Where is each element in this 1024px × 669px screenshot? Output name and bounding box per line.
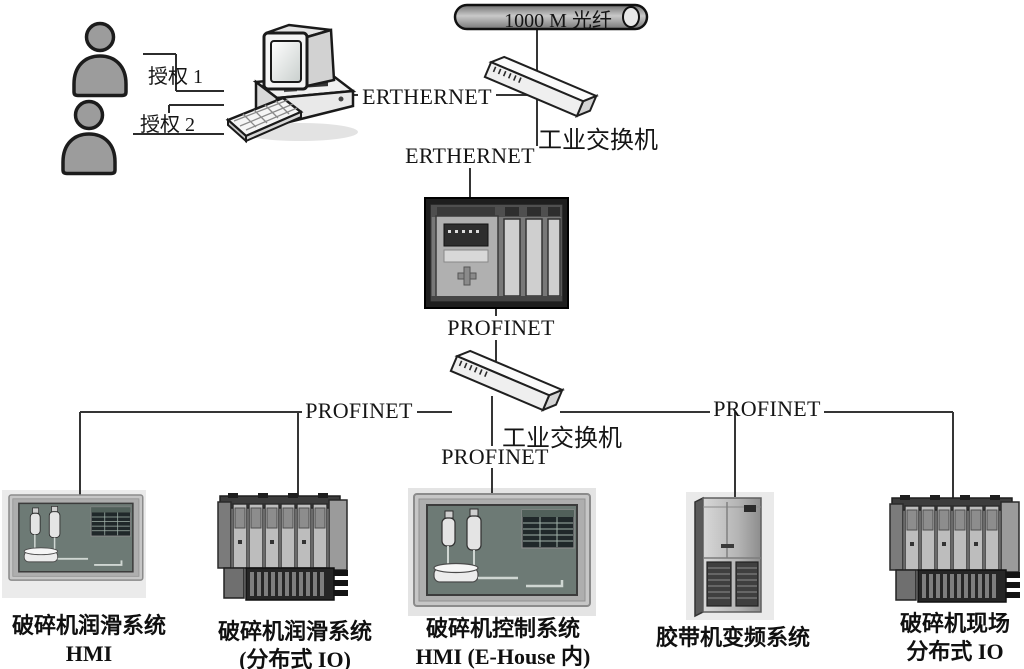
user-icon — [61, 99, 117, 176]
device-4-line1: 胶带机变频系统 — [655, 625, 810, 650]
device-1-line2: HMI — [65, 641, 113, 666]
profinet-center-label: PROFINET — [441, 444, 549, 469]
profinet-right-label: PROFINET — [713, 396, 821, 421]
profinet-left-label: PROFINET — [305, 398, 413, 423]
authorization-2-label: 授权 2 — [140, 114, 195, 136]
authorization-1-label: 授权 1 — [148, 66, 203, 88]
crusher-field-io-label: 破碎机现场 分布式 IO — [880, 610, 1024, 666]
industrial-switch-mid-label: 工业交换机 — [502, 426, 622, 452]
plc-controller-icon — [424, 197, 569, 309]
device-3-line1: 破碎机控制系统 — [425, 616, 580, 641]
network-lines — [79, 29, 954, 500]
device-5-line1: 破碎机现场 — [899, 611, 1010, 636]
crusher-lube-hmi-label: 破碎机润滑系统 HMI — [4, 612, 174, 668]
distributed-io-2-icon — [889, 494, 1021, 603]
industrial-switch-mid-icon — [449, 346, 564, 415]
ethernet-top-label: ERTHERNET — [362, 84, 492, 109]
desktop-computer-icon — [225, 23, 358, 144]
fiber-cylinder-icon — [453, 3, 649, 31]
vfd-cabinet-icon — [694, 496, 762, 618]
device-5-line2: 分布式 IO — [906, 639, 1004, 664]
device-2-line1: 破碎机润滑系统 — [217, 619, 372, 644]
crusher-lube-io-label: 破碎机润滑系统 (分布式 IO) — [209, 618, 381, 669]
hmi-panel-1-icon — [8, 494, 144, 582]
device-2-line2: (分布式 IO) — [239, 647, 351, 669]
ethernet-mid-label: ERTHERNET — [405, 143, 535, 168]
hmi-panel-2-icon — [412, 492, 592, 608]
industrial-switch-top-label: 工业交换机 — [538, 128, 658, 154]
distributed-io-1-icon — [217, 492, 349, 601]
fiber-label: 1000 M 光纤 — [504, 10, 612, 32]
profinet-plc-label: PROFINET — [447, 315, 555, 340]
device-1-line1: 破碎机润滑系统 — [11, 613, 166, 638]
user-icon — [72, 21, 128, 98]
crusher-control-hmi-label: 破碎机控制系统 HMI (E-House 内) — [410, 615, 596, 669]
authorization-brackets — [133, 53, 224, 135]
belt-vfd-label: 胶带机变频系统 — [643, 624, 823, 652]
device-3-line2: HMI (E-House 内) — [415, 644, 591, 669]
